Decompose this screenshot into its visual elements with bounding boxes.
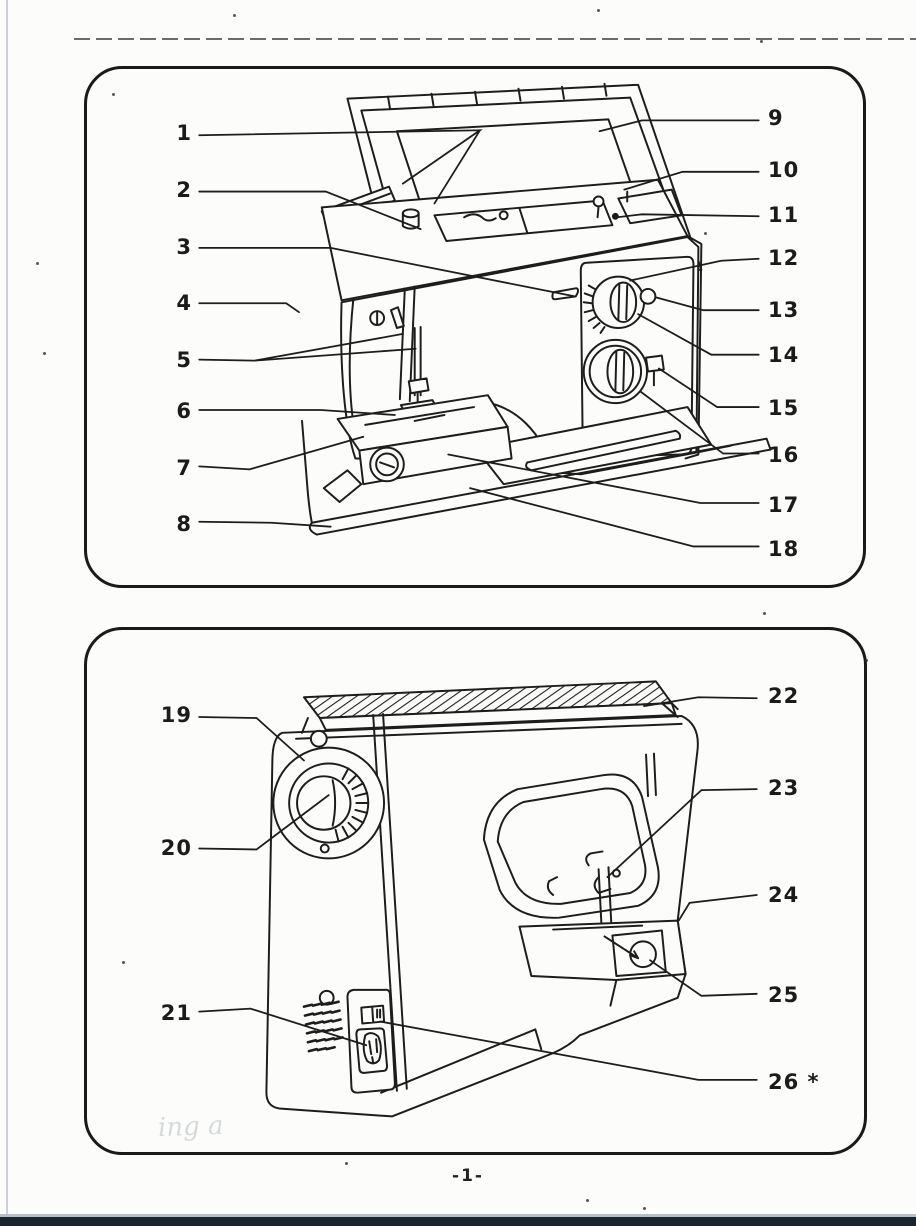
noise-speck [233,14,236,17]
callout-16: 16 [768,443,800,467]
scan-edge-line [6,0,8,1226]
noise-speck [345,1162,348,1165]
noise-speck [586,1199,589,1202]
scan-artifact-line [74,38,916,40]
noise-speck [36,262,39,265]
callout-10: 10 [768,158,800,182]
callout-19: 19 [160,703,192,727]
callout-5: 5 [176,348,192,372]
front-view-illustration [198,82,772,548]
noise-speck [122,961,125,964]
rear-leader-lines [198,696,758,1081]
noise-speck [704,232,707,235]
callout-18: 18 [768,537,800,561]
noise-speck [763,612,766,615]
callout-1: 1 [176,121,192,145]
page-number: -1- [452,1166,484,1186]
noise-speck [597,9,600,12]
callout-15: 15 [768,396,800,420]
callout-26: 26 * [768,1070,820,1094]
noise-speck [43,352,46,355]
noise-speck [760,40,763,43]
callout-13: 13 [768,298,800,322]
callout-7: 7 [176,456,192,480]
callout-8: 8 [176,512,192,536]
figure-panel-rear [84,627,867,1155]
callout-21: 21 [160,1001,192,1025]
callout-25: 25 [768,983,800,1007]
callout-4: 4 [176,291,192,315]
callout-17: 17 [768,493,800,517]
callout-6: 6 [176,399,192,423]
callout-20: 20 [160,836,192,860]
noise-speck [112,93,115,96]
rear-view-illustration [198,680,758,1118]
callout-22: 22 [768,684,800,708]
scan-watermark: ing a [157,1110,224,1144]
callout-12: 12 [768,246,800,270]
noise-speck [643,1207,646,1210]
callout-11: 11 [768,203,800,227]
noise-speck [865,659,868,662]
figure-panel-front [84,66,866,588]
footer-dark-bar [0,1217,916,1226]
callout-14: 14 [768,343,800,367]
footer-light-line [0,1214,916,1217]
front-leader-lines [198,119,760,548]
callout-23: 23 [768,776,800,800]
callout-24: 24 [768,883,800,907]
callout-2: 2 [176,178,192,202]
callout-9: 9 [768,106,784,130]
callout-3: 3 [176,235,192,259]
